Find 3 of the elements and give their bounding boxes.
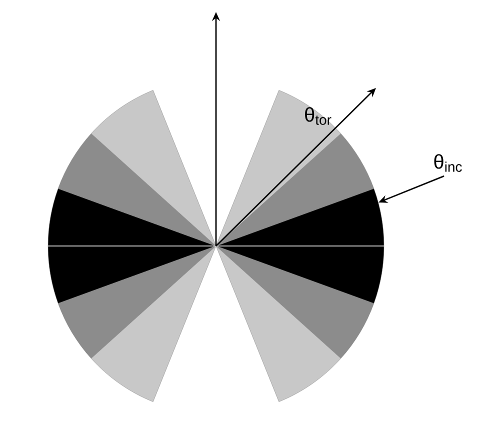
sector-drawing [48,90,384,402]
angle-label: θ$_{inc}$ [434,154,462,172]
angle-label: θ$_{tor}$ [305,107,332,125]
